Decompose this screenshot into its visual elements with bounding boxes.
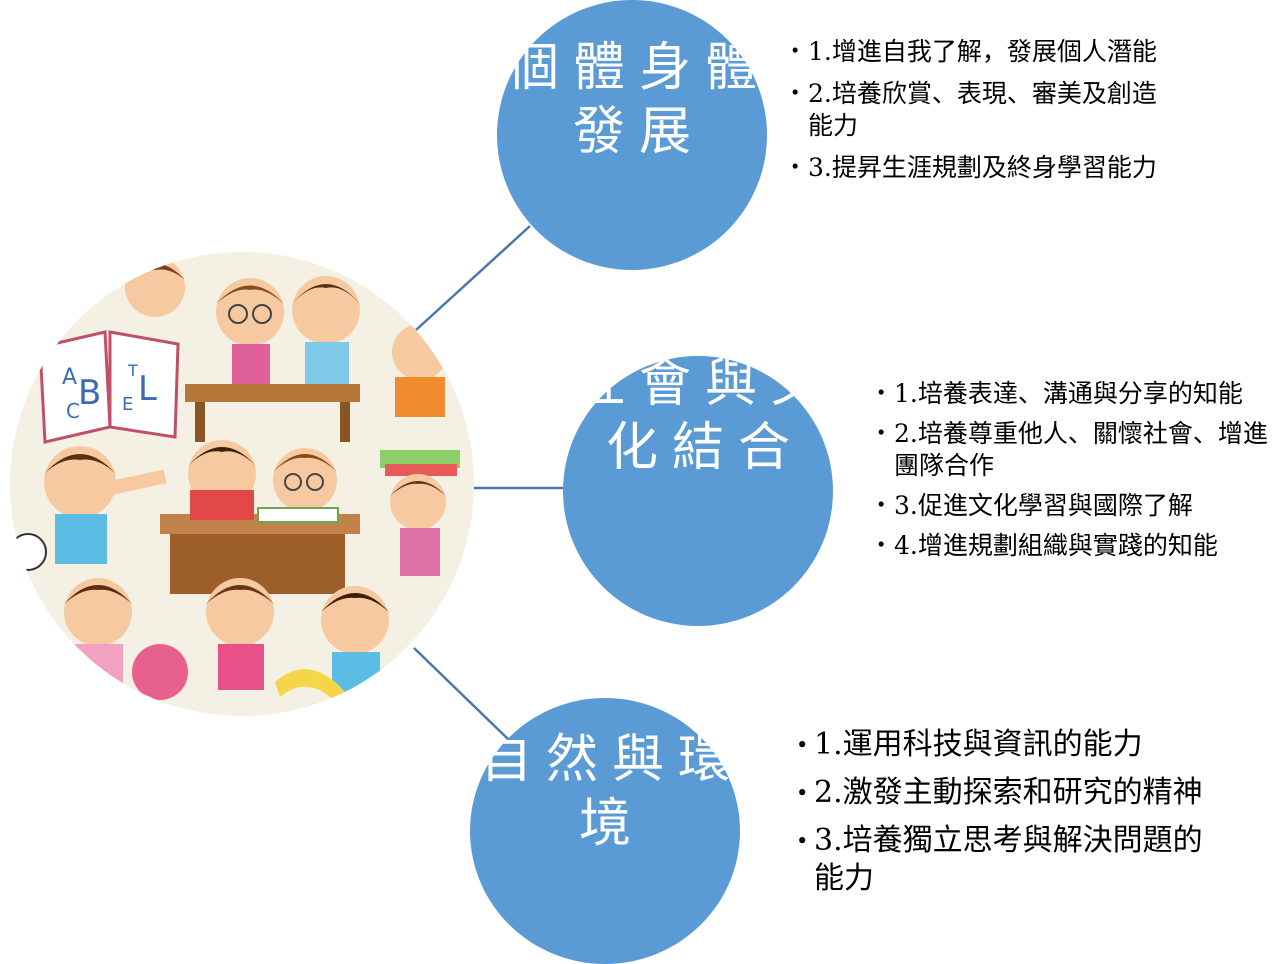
node-nature-environment: 自然與環境 [470,698,740,964]
node-title-individual: 個體身體發展 [506,38,767,162]
list-item: 4.增進規劃組織與實踐的知能 [876,530,1283,562]
node-title-society: 社會與文化結合 [572,356,833,478]
list-item: 1.運用科技與資訊的能力 [796,726,1216,764]
list-item: 2.培養尊重他人、關懷社會、增進團隊合作 [876,418,1283,482]
list-item: 3.促進文化學習與國際了解 [876,490,1283,522]
node-title-nature: 自然與環境 [479,730,740,854]
book-letter-c: C [66,399,80,423]
list-item: 2.培養欣賞、表現、審美及創造能力 [790,78,1180,142]
list-item: 3.培養獨立思考與解決問題的能力 [796,822,1216,898]
node-individual-development: 個體身體發展 [497,0,767,270]
node-society-culture: 社會與文化結合 [563,356,833,626]
connector-line-top [415,225,531,331]
list-individual-goals: 1.增進自我了解，發展個人潛能 2.培養欣賞、表現、審美及創造能力 3.提昇生涯… [790,36,1180,194]
list-item: 1.培養表達、溝通與分享的知能 [876,378,1283,410]
list-item: 3.提昇生涯規劃及終身學習能力 [790,152,1180,184]
list-society-goals: 1.培養表達、溝通與分享的知能 2.培養尊重他人、關懷社會、增進團隊合作 3.促… [876,378,1283,570]
list-item: 1.增進自我了解，發展個人潛能 [790,36,1180,68]
book-letter-b: B [78,373,101,413]
list-nature-goals: 1.運用科技與資訊的能力 2.激發主動探索和研究的精神 3.培養獨立思考與解決問… [796,726,1216,908]
book-letter-l: L [138,369,157,409]
connector-line-bottom [413,647,510,741]
book-letter-t: T [127,361,138,380]
book-letter-e: E [122,394,133,415]
abc-book-icon: A B C L E T [38,330,180,444]
book-letter-a: A [62,365,77,390]
list-item: 2.激發主動探索和研究的精神 [796,774,1216,812]
children-classroom-illustration: A B C L E T [10,252,474,716]
